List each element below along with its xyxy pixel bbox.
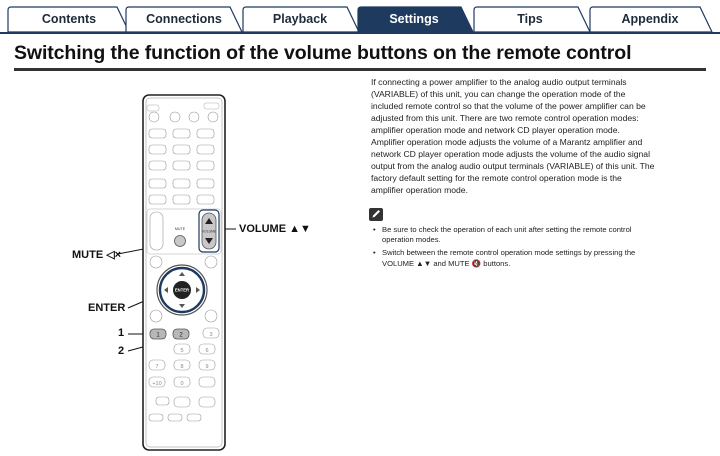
- tab-shape-appendix: [589, 6, 713, 33]
- body-line: adjusted from this unit. There are two r…: [371, 113, 639, 123]
- body-line: (VARIABLE) of this unit, you can change …: [371, 89, 626, 99]
- remote-key-plus10: +10: [152, 381, 161, 387]
- body-line: output from the analog audio output term…: [371, 161, 655, 171]
- remote-key-6: 6: [205, 348, 208, 354]
- tab-playback[interactable]: Playback: [272, 12, 328, 26]
- tab-shape-tips: [473, 6, 591, 33]
- body-line: included remote control so that the volu…: [371, 101, 646, 111]
- body-line: network CD player operation mode adjusts…: [371, 149, 650, 159]
- remote-key-2: 2: [179, 333, 183, 339]
- remote-key-1: 1: [156, 333, 160, 339]
- remote-key-0: 0: [180, 381, 183, 387]
- remote-key-5: 5: [180, 348, 183, 354]
- enter-callout: ENTER: [88, 302, 126, 314]
- remote-volume-label: VOLUME: [202, 230, 217, 234]
- tab-bar: Contents Connections Playback Settings T…: [0, 0, 720, 34]
- body-line: factory default setting for the remote c…: [371, 173, 622, 183]
- remote-body: MUTE VOLUME ENTER 1 2 3 5: [142, 94, 226, 451]
- tab-shape-playback: [242, 6, 360, 33]
- body-paragraph: If connecting a power amplifier to the a…: [371, 76, 711, 196]
- page-title: Switching the function of the volume but…: [14, 42, 632, 64]
- body-line: amplifier operation mode.: [371, 185, 468, 195]
- volume-callout: VOLUME ▲▼: [239, 223, 311, 235]
- tab-tips[interactable]: Tips: [517, 12, 543, 26]
- remote-key-3: 3: [209, 332, 212, 338]
- tab-shape-settings: [357, 6, 474, 33]
- remote-key-8: 8: [180, 364, 183, 370]
- mute-callout: MUTE ◁×: [72, 249, 122, 261]
- tab-underline: [0, 32, 720, 34]
- tab-appendix[interactable]: Appendix: [621, 12, 679, 26]
- tab-shape-connections: [125, 6, 243, 33]
- tab-settings[interactable]: Settings: [389, 12, 439, 26]
- button-2-callout: 2: [118, 345, 125, 357]
- button-1-callout: 1: [118, 327, 125, 339]
- body-line: Amplifier operation mode adjusts the vol…: [371, 137, 643, 147]
- notes-list: Be sure to check the operation of each u…: [372, 225, 702, 272]
- body-line: amplifier operation mode and network CD …: [371, 125, 620, 135]
- remote-control-illustration: MUTE VOLUME ENTER 1 2 3 5: [142, 94, 226, 451]
- note-pencil-icon: [369, 208, 383, 221]
- note-item: Switch between the remote control operat…: [372, 248, 702, 268]
- remote-key-7: 7: [155, 364, 158, 370]
- remote-mute-label: MUTE: [175, 227, 186, 231]
- title-divider: [14, 68, 706, 71]
- tab-contents[interactable]: Contents: [41, 12, 97, 26]
- remote-key-9: 9: [205, 364, 208, 370]
- note-item: Be sure to check the operation of each u…: [372, 225, 702, 245]
- remote-enter-label: ENTER: [175, 288, 189, 293]
- tab-connections[interactable]: Connections: [146, 12, 222, 26]
- tab-shape-contents: [7, 6, 130, 33]
- body-line: If connecting a power amplifier to the a…: [371, 77, 627, 87]
- tab-shapes: [7, 6, 713, 33]
